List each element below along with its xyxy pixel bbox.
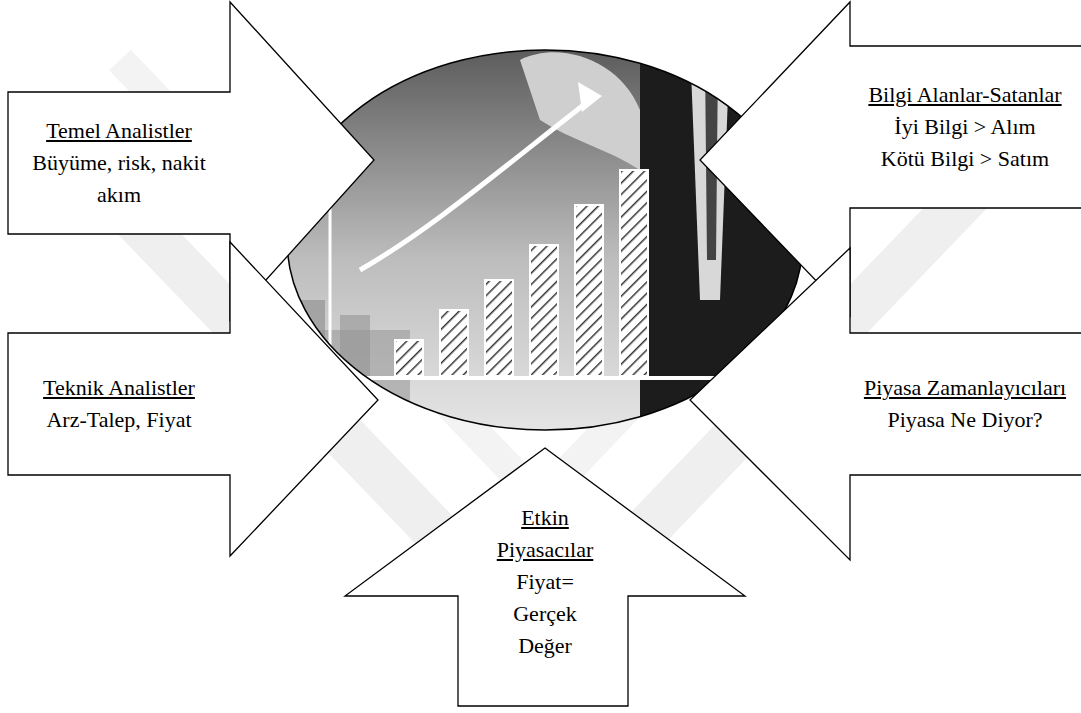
arrow-box: Bilgi Alanlar-Satanlarİyi Bilgi > AlımKö… xyxy=(700,2,1081,316)
arrow-heading: Piyasa Zamanlayıcıları xyxy=(864,372,1066,404)
text-area: Piyasa ZamanlayıcılarıPiyasa Ne Diyor? xyxy=(854,337,1076,471)
arrow-heading: Teknik Analistler xyxy=(43,372,195,404)
arrow-heading: Bilgi Alanlar-Satanlar xyxy=(868,79,1061,111)
arrow-box: Etkin PiyasacılarFiyat= Gerçek Değer xyxy=(345,448,745,706)
arrow-heading: Etkin Piyasacılar xyxy=(480,502,610,566)
arrow-body: Kötü Bilgi > Satım xyxy=(881,143,1049,175)
text-area: Teknik AnalistlerArz-Talep, Fiyat xyxy=(12,337,226,471)
arrow-box: Temel AnalistlerBüyüme, risk, nakit akım xyxy=(8,2,374,320)
arrow-box: Teknik AnalistlerArz-Talep, Fiyat xyxy=(8,242,378,556)
arrow-heading: Temel Analistler xyxy=(46,115,192,147)
text-area: Bilgi Alanlar-Satanlarİyi Bilgi > AlımKö… xyxy=(854,50,1076,204)
arrow-body: İyi Bilgi > Alım xyxy=(894,111,1035,143)
arrow-box: Piyasa ZamanlayıcılarıPiyasa Ne Diyor? xyxy=(690,248,1081,560)
arrow-outline xyxy=(690,248,1081,560)
arrow-body: Arz-Talep, Fiyat xyxy=(46,404,191,436)
text-area: Etkin PiyasacılarFiyat= Gerçek Değer xyxy=(440,500,650,700)
text-area: Temel AnalistlerBüyüme, risk, nakit akım xyxy=(12,96,226,230)
arrow-body: Fiyat= Gerçek Değer xyxy=(500,566,590,662)
arrow-body: Piyasa Ne Diyor? xyxy=(887,404,1042,436)
arrow-body: Büyüme, risk, nakit akım xyxy=(12,147,226,211)
